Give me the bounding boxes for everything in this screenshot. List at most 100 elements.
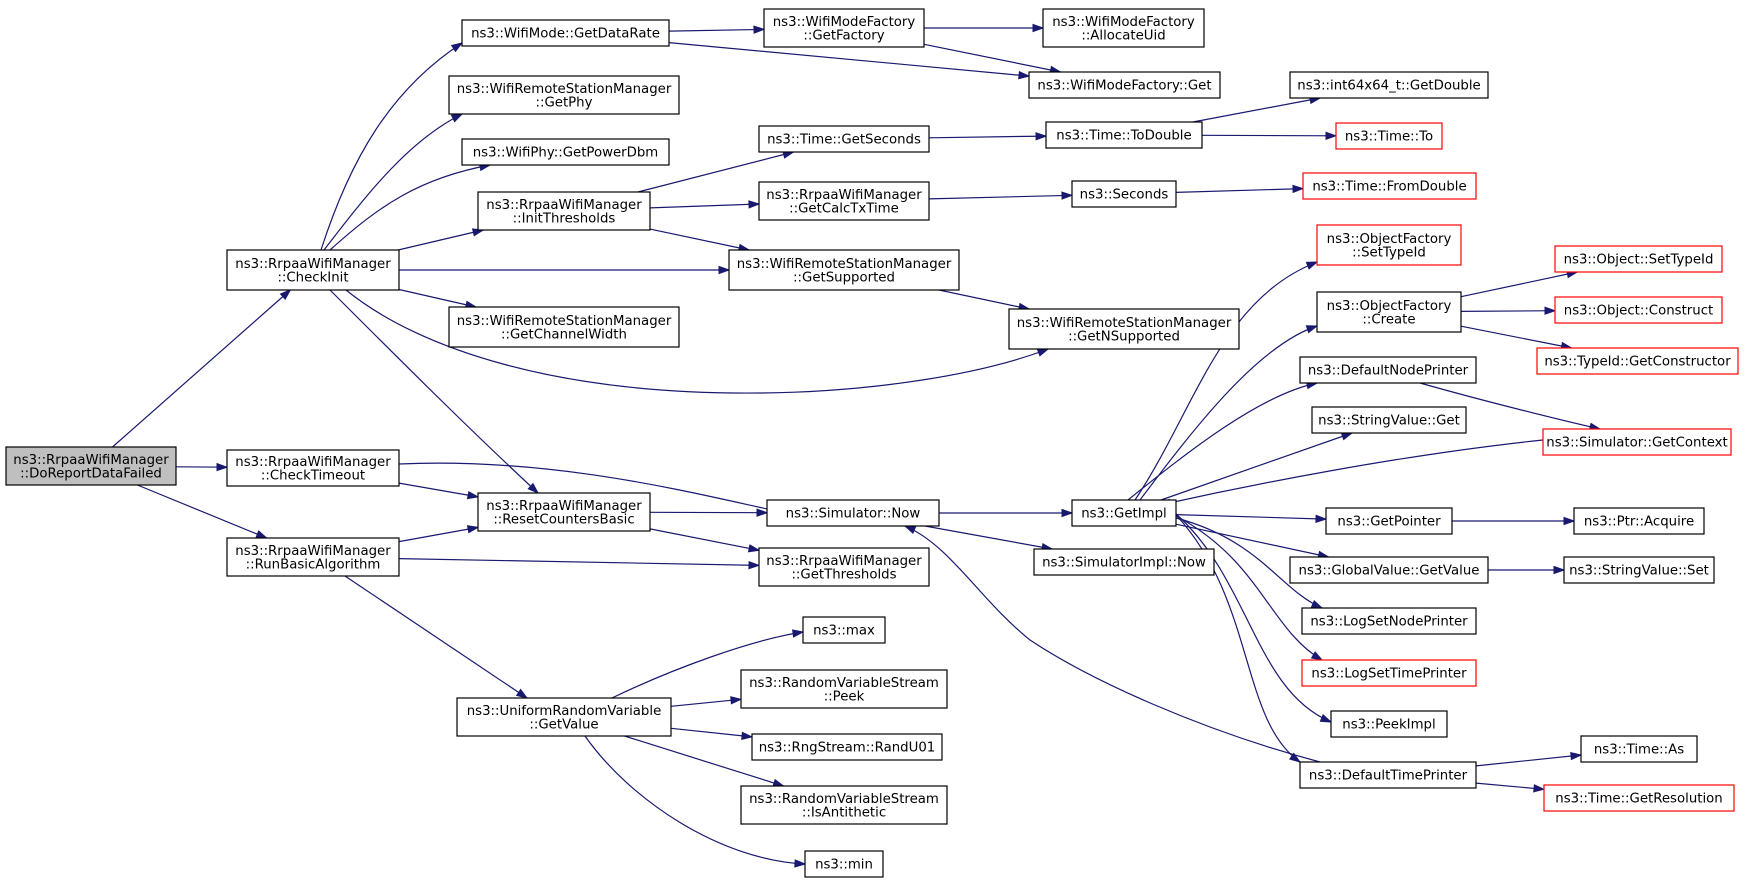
node-getphy[interactable]: ns3::WifiRemoteStationManager::GetPhy (448, 75, 680, 115)
node-peekimpl[interactable]: ns3::PeekImpl (1330, 710, 1448, 738)
node-getconstructor[interactable]: ns3::TypeId::GetConstructor (1536, 347, 1739, 375)
node-label: ns3::ObjectFactory (1327, 232, 1452, 247)
node-getchannelwidth[interactable]: ns3::WifiRemoteStationManager::GetChanne… (448, 306, 680, 348)
node-gvgetvalue[interactable]: ns3::GlobalValue::GetValue (1289, 556, 1489, 584)
node-label: ns3::WifiModeFactory (1052, 15, 1195, 30)
node-max[interactable]: ns3::max (802, 616, 886, 644)
node-urvgetvalue[interactable]: ns3::UniformRandomVariable::GetValue (456, 697, 672, 737)
node-box (1325, 507, 1453, 535)
arrowhead-icon (515, 688, 529, 699)
node-simnow[interactable]: ns3::Simulator::Now (766, 499, 940, 527)
node-getpowerdbm[interactable]: ns3::WifiPhy::GetPowerDbm (461, 138, 670, 166)
node-box (1335, 122, 1443, 150)
node-label: ns3::WifiMode::GetDataRate (471, 27, 660, 42)
node-ofcreate[interactable]: ns3::ObjectFactory::Create (1316, 291, 1462, 333)
edge-urvgetvalue-to-max (611, 629, 805, 699)
node-timeas[interactable]: ns3::Time::As (1580, 735, 1698, 763)
node-box (1033, 548, 1215, 576)
node-simimplnow[interactable]: ns3::SimulatorImpl::Now (1033, 548, 1215, 576)
node-box (1289, 556, 1489, 584)
node-label: ns3::Simulator::GetContext (1546, 436, 1727, 451)
edge-line (670, 698, 742, 707)
node-getnsupported[interactable]: ns3::WifiRemoteStationManager::GetNSuppo… (1008, 308, 1240, 350)
node-checkinit[interactable]: ns3::RrpaaWifiManager::CheckInit (226, 249, 400, 291)
edge-line (1475, 782, 1545, 790)
node-getpointer[interactable]: ns3::GetPointer (1325, 507, 1453, 535)
node-allocateuid[interactable]: ns3::WifiModeFactory::AllocateUid (1042, 8, 1205, 48)
node-box (1311, 406, 1467, 434)
edge-line (1460, 310, 1556, 312)
node-ptracquire[interactable]: ns3::Ptr::Acquire (1573, 507, 1705, 535)
node-simgetcontext[interactable]: ns3::Simulator::GetContext (1542, 428, 1732, 456)
edge-ofcreate-to-objsettypeid (1460, 270, 1579, 298)
node-objconstruct[interactable]: ns3::Object::Construct (1554, 296, 1723, 324)
node-label: ns3::WifiRemoteStationManager (457, 82, 672, 97)
arrowhead-icon (1036, 348, 1050, 357)
node-label: ns3::RrpaaWifiManager (486, 198, 642, 213)
edge-initthresholds-to-timegetseconds (637, 150, 795, 193)
node-peek[interactable]: ns3::RandomVariableStream::Peek (740, 669, 948, 709)
arrowhead-icon (1553, 565, 1566, 575)
edge-line (137, 484, 267, 539)
node-label: ::InitThresholds (513, 211, 616, 226)
node-defaultnodeprinter[interactable]: ns3::DefaultNodePrinter (1299, 356, 1477, 384)
node-ofsettypeid[interactable]: ns3::ObjectFactory::SetTypeId (1316, 224, 1462, 266)
node-checktimeout[interactable]: ns3::RrpaaWifiManager::CheckTimeout (226, 449, 400, 487)
node-timegetresolution[interactable]: ns3::Time::GetResolution (1543, 784, 1735, 812)
edge-line (1127, 382, 1318, 501)
node-label: ns3::RngStream::RandU01 (759, 741, 936, 756)
edge-line (1419, 382, 1601, 430)
node-logsetnodeprinter[interactable]: ns3::LogSetNodePrinter (1301, 607, 1477, 635)
node-resetcounters[interactable]: ns3::RrpaaWifiManager::ResetCountersBasi… (477, 492, 651, 532)
node-objsettypeid[interactable]: ns3::Object::SetTypeId (1554, 245, 1723, 273)
node-getsupported[interactable]: ns3::WifiRemoteStationManager::GetSuppor… (728, 249, 960, 291)
node-box (456, 697, 672, 737)
edge-simnow-to-simimplnow (924, 525, 1054, 552)
node-doreport[interactable]: ns3::RrpaaWifiManager::DoReportDataFaile… (5, 446, 177, 486)
edge-line (1175, 517, 1323, 609)
edge-line (649, 203, 760, 209)
node-label: ns3::SimulatorImpl::Now (1042, 556, 1206, 571)
node-getimpl[interactable]: ns3::GetImpl (1071, 499, 1177, 527)
edge-getsupported-to-getnsupported (938, 289, 1031, 311)
edge-simnow-to-getimpl (939, 508, 1074, 518)
node-getcalctxtime[interactable]: ns3::RrpaaWifiManager::GetCalcTxTime (758, 181, 930, 221)
arrowhead-icon (756, 508, 769, 517)
edge-doreport-to-checktimeout (175, 462, 229, 472)
node-getfactory[interactable]: ns3::WifiModeFactory::GetFactory (763, 8, 925, 48)
arrowhead-icon (1305, 261, 1319, 270)
node-seconds[interactable]: ns3::Seconds (1071, 180, 1177, 208)
node-stringvalueget[interactable]: ns3::StringValue::Get (1311, 406, 1467, 434)
node-randu01[interactable]: ns3::RngStream::RandU01 (751, 733, 943, 761)
node-todouble[interactable]: ns3::Time::ToDouble (1045, 121, 1203, 149)
node-int64getdouble[interactable]: ns3::int64x64_t::GetDouble (1289, 71, 1489, 99)
edge-line (1175, 188, 1304, 193)
arrowhead-icon (1310, 651, 1324, 661)
node-timeto[interactable]: ns3::Time::To (1335, 122, 1443, 150)
edge-urvgetvalue-to-randu01 (670, 727, 754, 741)
node-timegetseconds[interactable]: ns3::Time::GetSeconds (758, 125, 930, 153)
edge-simgetcontext-to-getimpl (1158, 439, 1544, 507)
node-timefromdouble[interactable]: ns3::Time::FromDouble (1302, 172, 1477, 200)
node-min[interactable]: ns3::min (804, 850, 884, 878)
node-logsettimeprinter[interactable]: ns3::LogSetTimePrinter (1301, 659, 1477, 687)
node-wmfget[interactable]: ns3::WifiModeFactory::Get (1028, 71, 1221, 99)
edge-line (397, 229, 484, 251)
node-defaulttimeprinter[interactable]: ns3::DefaultTimePrinter (1299, 761, 1477, 789)
node-label: ns3::WifiModeFactory::Get (1037, 79, 1211, 94)
node-box (1045, 121, 1203, 149)
node-getthresholds[interactable]: ns3::RrpaaWifiManager::GetThresholds (758, 547, 930, 587)
node-runbasic[interactable]: ns3::RrpaaWifiManager::RunBasicAlgorithm (226, 537, 400, 577)
node-stringvalueset[interactable]: ns3::StringValue::Set (1563, 556, 1715, 584)
node-initthresholds[interactable]: ns3::RrpaaWifiManager::InitThresholds (477, 191, 651, 231)
node-getdatarate[interactable]: ns3::WifiMode::GetDataRate (461, 19, 670, 47)
node-label: ns3::RandomVariableStream (749, 676, 939, 691)
edge-runbasic-to-resetcounters (398, 525, 480, 543)
node-label: ns3::DefaultTimePrinter (1309, 769, 1468, 784)
node-isantithetic[interactable]: ns3::RandomVariableStream::IsAntithetic (740, 785, 948, 825)
edge-getimpl-to-getpointer (1175, 514, 1328, 523)
edge-line (924, 525, 1053, 550)
node-box (1008, 308, 1240, 350)
node-box (740, 669, 948, 709)
node-label: ::SetTypeId (1352, 245, 1426, 260)
